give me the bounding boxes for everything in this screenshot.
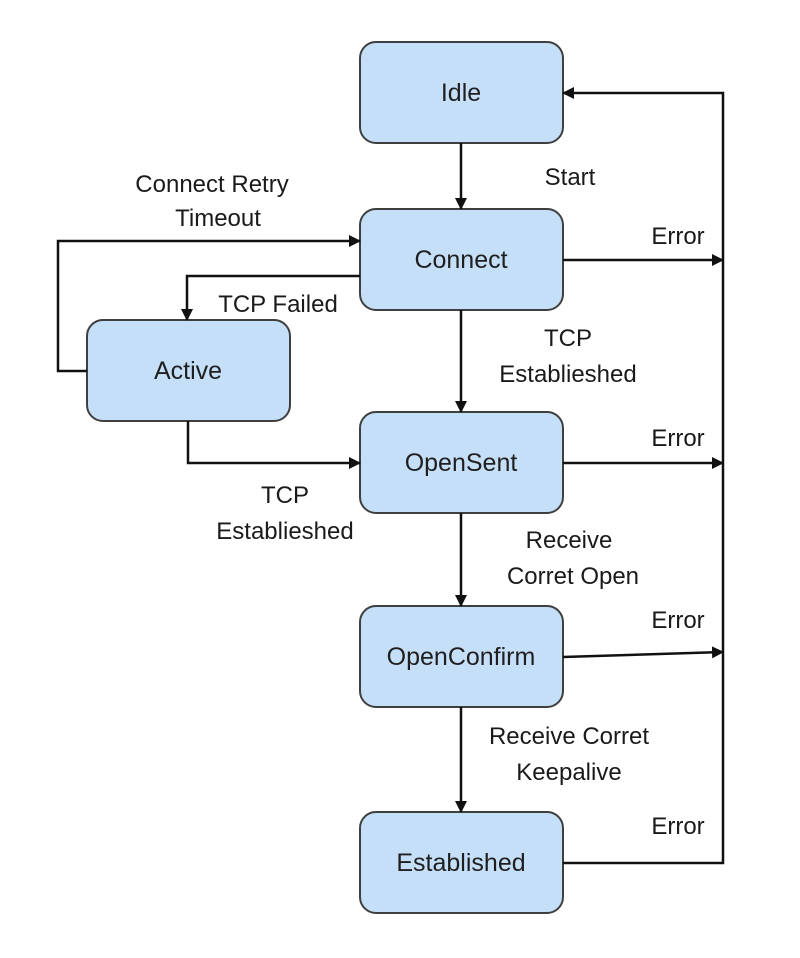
- state-active-label: Active: [154, 357, 222, 385]
- state-established-label: Established: [396, 849, 525, 877]
- state-openconfirm: OpenConfirm: [359, 605, 564, 708]
- label-tcp-failed: TCP Failed: [218, 291, 338, 318]
- state-connect: Connect: [359, 208, 564, 311]
- label-tcp-established-1-line1: TCP: [544, 325, 592, 352]
- edge-connect-to-active: [181, 274, 360, 321]
- label-start: Start: [545, 164, 596, 191]
- state-opensent-label: OpenSent: [405, 449, 518, 477]
- edge-openconfirm-error: [562, 646, 724, 659]
- state-idle-label: Idle: [441, 79, 481, 107]
- edge-error-bus-to-idle: [562, 87, 725, 865]
- label-receive-keepalive-line2: Keepalive: [516, 759, 621, 786]
- state-openconfirm-label: OpenConfirm: [387, 643, 536, 671]
- state-connect-label: Connect: [414, 246, 507, 274]
- label-receive-keepalive-line1: Receive Corret: [489, 723, 649, 750]
- state-idle: Idle: [359, 41, 564, 144]
- label-connect-retry-line1: Connect Retry: [135, 171, 288, 198]
- label-error-established: Error: [651, 813, 704, 840]
- state-established: Established: [359, 811, 564, 914]
- label-tcp-established-2-line2: Establieshed: [216, 518, 353, 545]
- label-tcp-established-1-line2: Establieshed: [499, 361, 636, 388]
- label-receive-open-line2: Corret Open: [507, 563, 639, 590]
- label-tcp-established-2-line1: TCP: [261, 482, 309, 509]
- label-connect-retry-line2: Timeout: [175, 205, 261, 232]
- label-error-opensent: Error: [651, 425, 704, 452]
- label-error-openconfirm: Error: [651, 607, 704, 634]
- state-active: Active: [86, 319, 291, 422]
- state-opensent: OpenSent: [359, 411, 564, 514]
- edge-active-to-connect: [56, 235, 361, 373]
- label-receive-open-line1: Receive: [526, 527, 613, 554]
- edge-active-to-opensent: [186, 421, 361, 469]
- label-error-connect: Error: [651, 223, 704, 250]
